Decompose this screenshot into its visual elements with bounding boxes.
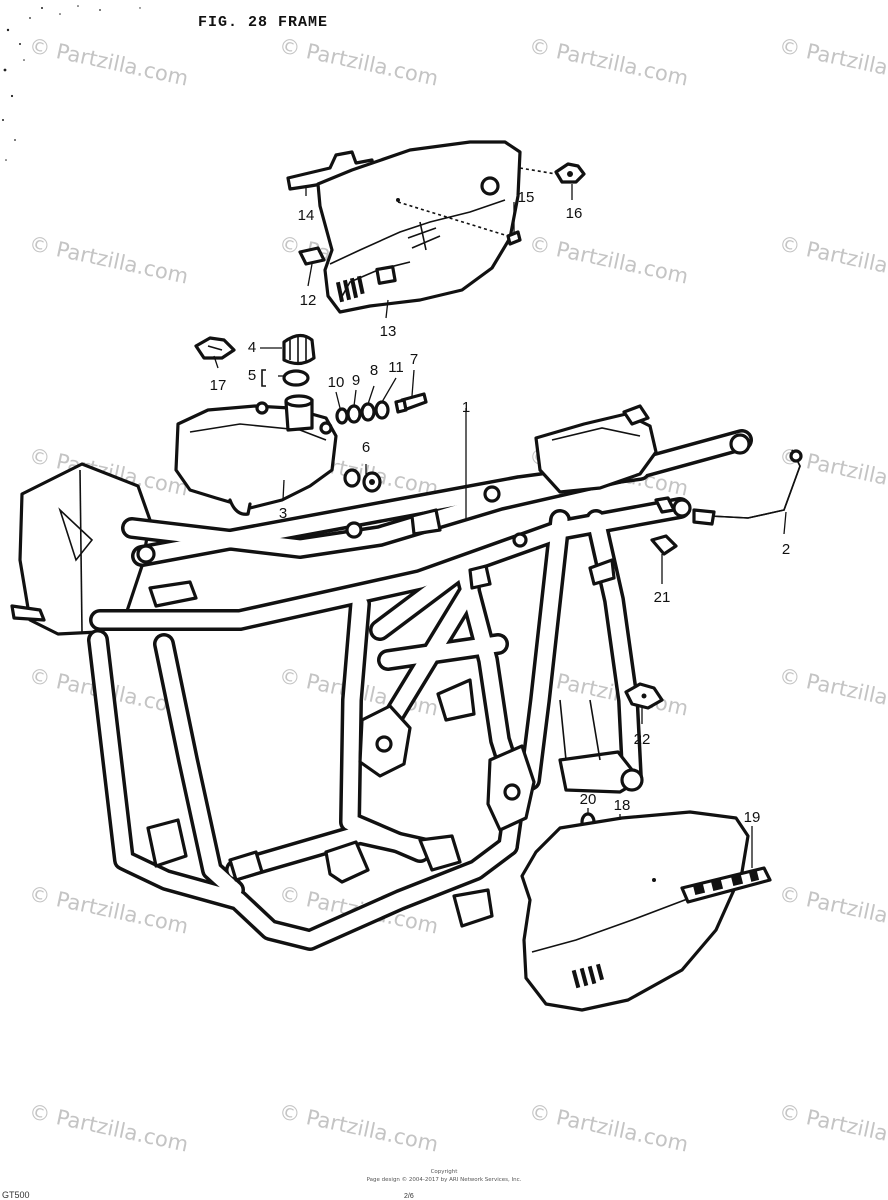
figure-title: FIG. 28 FRAME — [198, 14, 328, 31]
part-tank-cap-4 — [282, 333, 316, 366]
part-grommet-12 — [298, 246, 326, 266]
watermark-text: © Partzilla.com — [777, 881, 888, 938]
callout-1: 1 — [462, 399, 470, 416]
watermark-text: © Partzilla.com — [527, 231, 691, 288]
part-bracket-2 — [692, 449, 803, 526]
footer-stamp: 2/6 — [404, 1193, 414, 1200]
callout-18: 18 — [614, 797, 631, 814]
callout-9: 9 — [352, 372, 360, 389]
scan-noise — [2, 5, 141, 161]
callout-2: 2 — [782, 541, 790, 558]
part-clamp-22 — [624, 682, 664, 710]
footer-copyright: Copyright — [431, 1169, 459, 1175]
callout-13: 13 — [380, 323, 397, 340]
callout-15: 15 — [518, 189, 535, 206]
part-emblem-19 — [680, 866, 772, 904]
footer: Copyright Page design © 2004-2017 by ARI… — [2, 1169, 522, 1200]
callout-8: 8 — [370, 362, 378, 379]
watermark-text: © Partzilla.com — [27, 1099, 191, 1156]
callout-19: 19 — [744, 809, 761, 826]
callout-22: 22 — [634, 731, 651, 748]
part-oil-tank-3 — [174, 394, 338, 516]
callout-20: 20 — [580, 791, 597, 808]
part-cushion-6 — [343, 468, 382, 493]
part-clamp-17 — [194, 336, 236, 360]
callout-5: 5 — [248, 367, 256, 384]
watermark-text: © Partzilla.com — [777, 33, 888, 90]
part-clamp-16 — [519, 162, 586, 184]
callout-6: 6 — [362, 439, 370, 456]
callout-3: 3 — [279, 505, 287, 522]
part-gasket-5 — [261, 369, 310, 387]
callout-17: 17 — [210, 377, 227, 394]
watermark-text: © Partzilla.com — [527, 1099, 691, 1156]
part-side-cover-13 — [316, 140, 522, 314]
watermark-text: © Partzilla.com — [277, 1099, 441, 1156]
part-clamp-21 — [650, 496, 678, 556]
watermark-text: © Partzilla.com — [277, 33, 441, 90]
watermark-text: © Partzilla.com — [527, 33, 691, 90]
leader-lines — [213, 184, 787, 868]
watermark-text: © Partzilla.com — [27, 231, 191, 288]
callout-16: 16 — [566, 205, 583, 222]
callout-labels: 1 2 3 4 5 6 7 8 9 10 11 12 13 14 15 16 1… — [210, 189, 791, 826]
part-side-cover-18 — [520, 810, 750, 1012]
callout-14: 14 — [298, 207, 315, 224]
watermark-text: © Partzilla.com — [27, 33, 191, 90]
watermark-text: © Partzilla.com — [777, 663, 888, 720]
footer-page-design: Page design © 2004-2017 by ARI Network S… — [367, 1176, 522, 1183]
part-bolt-stack-7-11 — [335, 392, 428, 425]
part-nut-15 — [397, 201, 522, 246]
callout-11: 11 — [388, 359, 404, 376]
footer-code: GT500 — [2, 1190, 30, 1200]
callout-7: 7 — [410, 351, 418, 368]
watermark-text: © Partzilla.com — [777, 231, 888, 288]
watermark-text: © Partzilla.com — [777, 1099, 888, 1156]
part-holder-14 — [286, 150, 376, 191]
callout-4: 4 — [248, 339, 256, 356]
part-frame-1 — [10, 404, 753, 951]
callout-10: 10 — [328, 374, 345, 391]
callout-12: 12 — [300, 292, 317, 309]
callout-21: 21 — [654, 589, 671, 606]
